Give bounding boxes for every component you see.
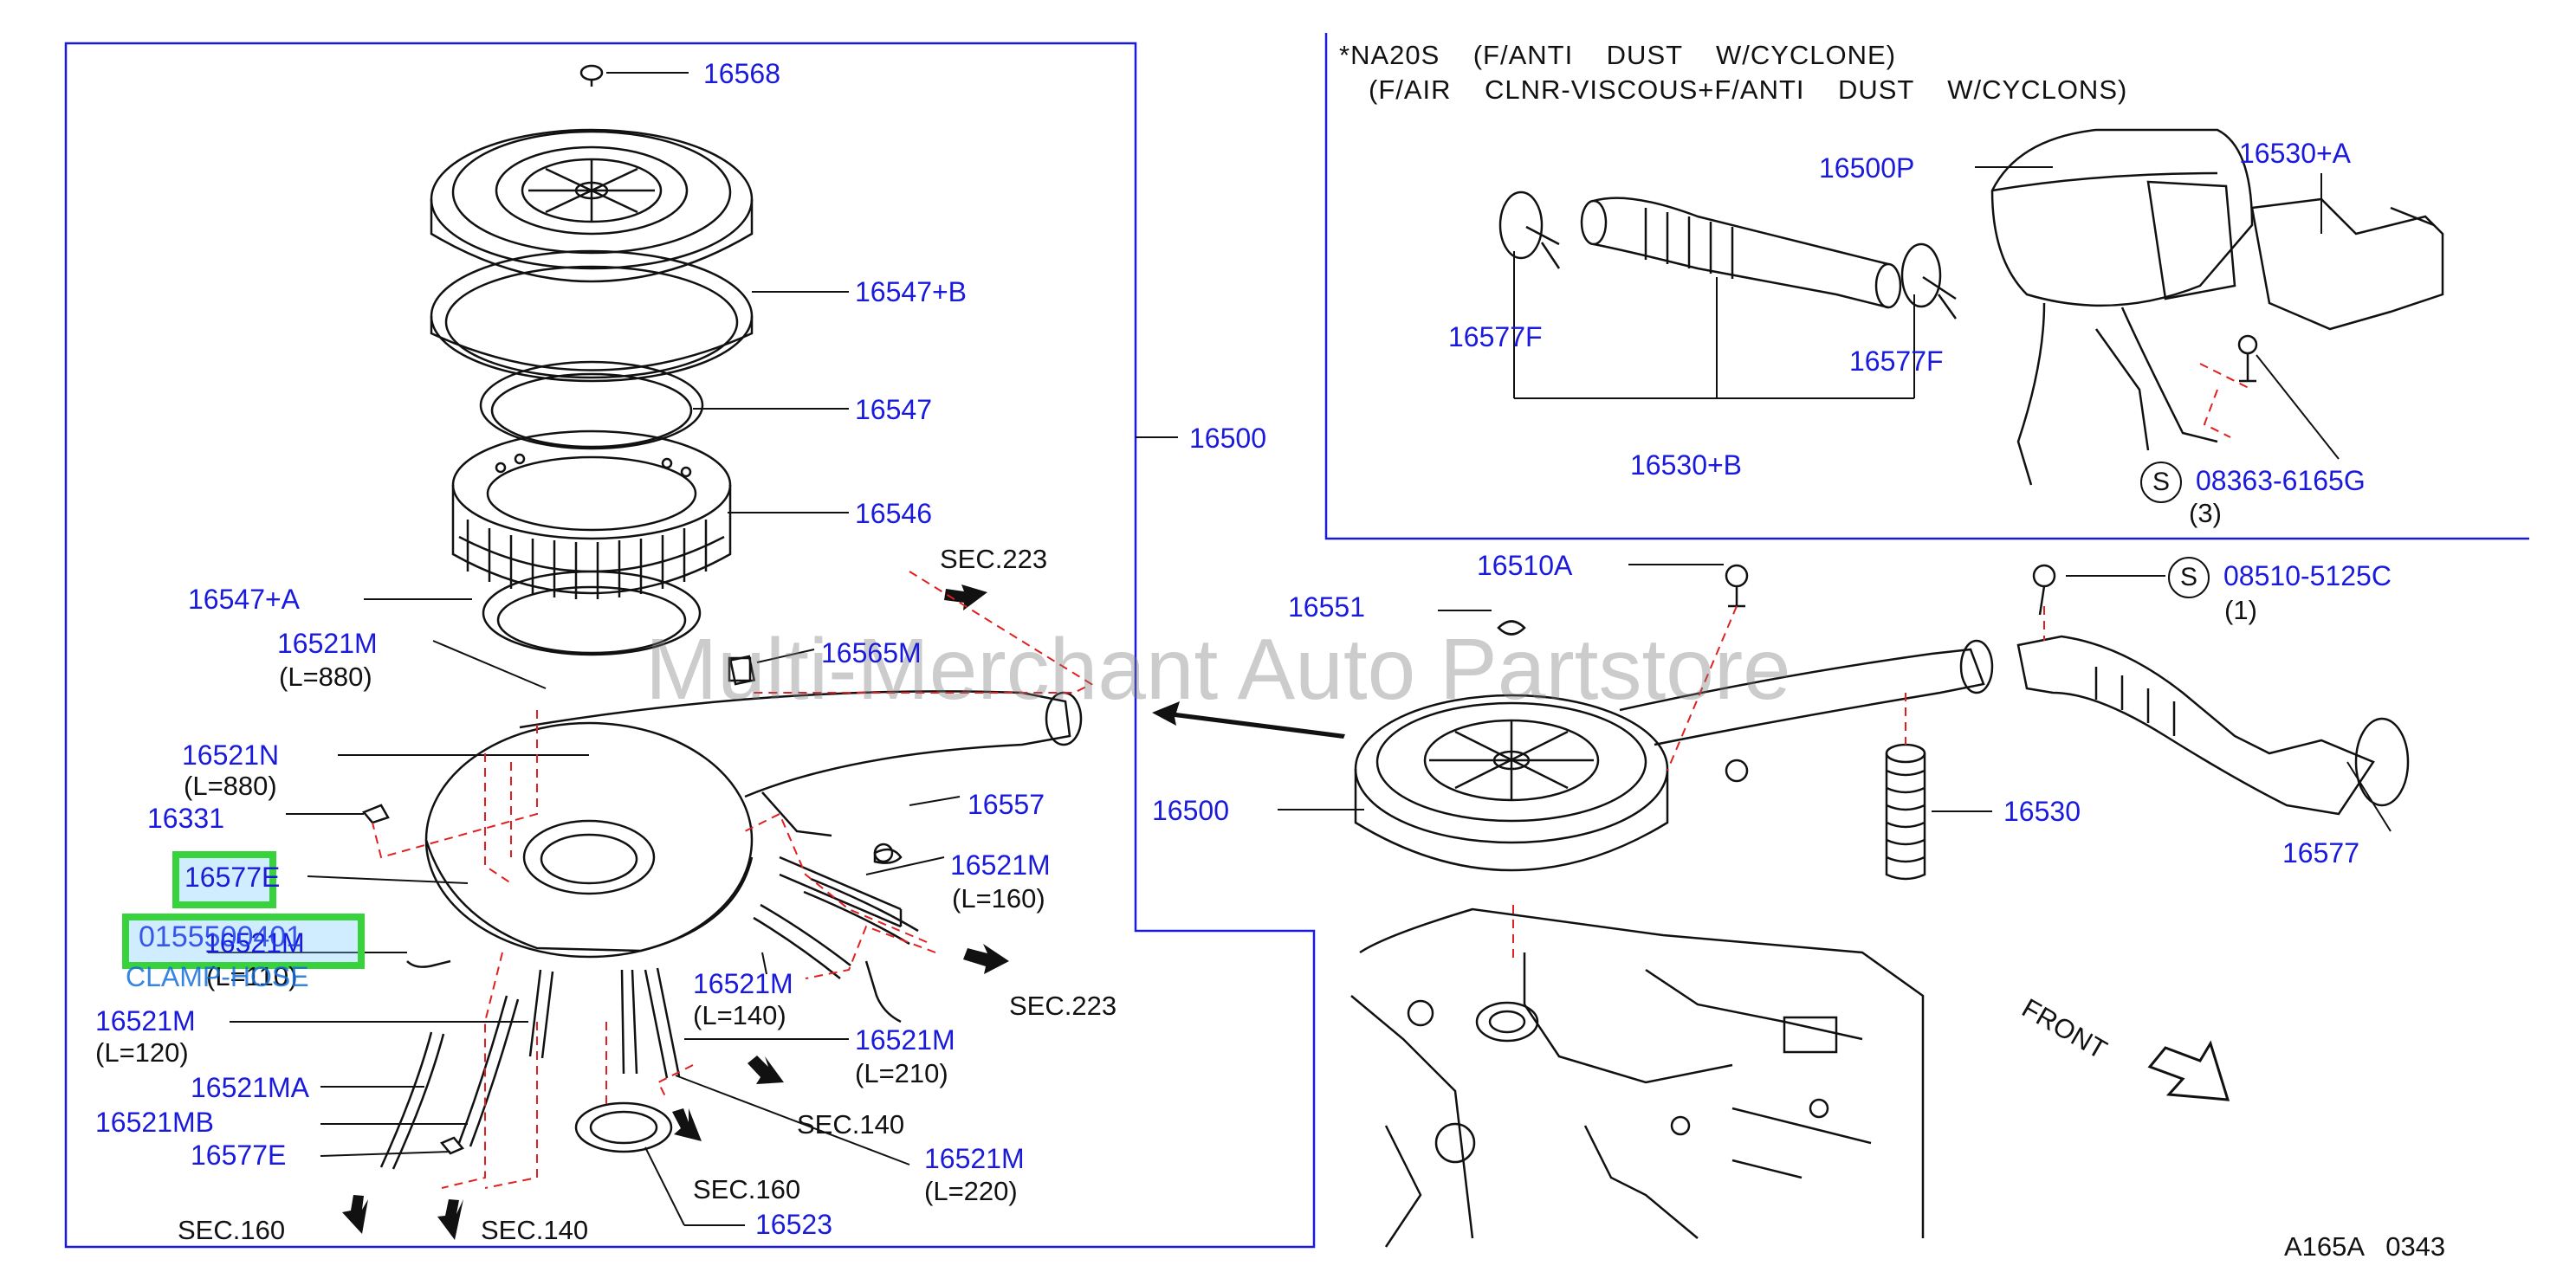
- gasket-16547b: [430, 249, 754, 383]
- length-110: (L=110): [206, 961, 298, 991]
- part-label-08510-5125c[interactable]: 08510-5125C: [2223, 560, 2392, 591]
- highlight-description: CLAMP-HOSE: [126, 961, 309, 992]
- part-label-16521m-110[interactable]: 16521M: [204, 927, 305, 959]
- inset-frame: [1324, 33, 2529, 540]
- part-label-16521m-140[interactable]: 16521M: [693, 968, 793, 999]
- part-label-16557[interactable]: 16557: [968, 789, 1045, 820]
- part-label-16530[interactable]: 16530: [2003, 796, 2081, 827]
- quantity-1: (1): [2224, 595, 2257, 625]
- part-label-16521n[interactable]: 16521N: [182, 739, 280, 771]
- variant-note-line2: (F/AIR CLNR-VISCOUS+F/ANTI DUST W/CYCLON…: [1369, 74, 2128, 105]
- part-label-16577f-right[interactable]: 16577F: [1849, 345, 1944, 377]
- length-120: (L=120): [95, 1037, 189, 1068]
- alignment-guides: [372, 363, 2253, 1189]
- hoses-left: [361, 656, 919, 1170]
- section-ref-160-bottom[interactable]: SEC.160: [178, 1215, 286, 1245]
- variant-note-line1: *NA20S (F/ANTI DUST W/CYCLONE): [1339, 40, 1897, 70]
- length-140: (L=140): [693, 1000, 786, 1030]
- part-label-08363-6165g[interactable]: 08363-6165G: [2196, 465, 2366, 496]
- highlight-part-number[interactable]: 0155500401: [139, 920, 303, 953]
- part-label-16521m-210[interactable]: 16521M: [855, 1024, 955, 1056]
- section-ref-140-mid[interactable]: SEC.140: [797, 1109, 905, 1140]
- part-label-16523[interactable]: 16523: [755, 1209, 832, 1240]
- seal-16547a: [482, 570, 702, 656]
- seal-16547: [479, 360, 704, 450]
- watermark: Multi-Merchant Auto Partstore: [645, 621, 1791, 718]
- part-label-16565m[interactable]: 16565M: [821, 637, 922, 668]
- part-label-16577e-bottom[interactable]: 16577E: [191, 1140, 287, 1171]
- part-label-16547a[interactable]: 16547+A: [188, 584, 301, 615]
- part-label-16577[interactable]: 16577: [2282, 837, 2359, 869]
- front-arrow: [2147, 1040, 2230, 1101]
- part-label-16521m-120[interactable]: 16521M: [95, 1005, 196, 1036]
- part-label-16547[interactable]: 16547: [855, 394, 932, 425]
- highlight-box-16577e: [172, 851, 276, 908]
- part-label-16546[interactable]: 16546: [855, 498, 932, 529]
- highlight-part-label[interactable]: 16577E: [184, 862, 281, 893]
- element-16546: [451, 429, 732, 599]
- length-160: (L=160): [952, 883, 1045, 914]
- main-frame: [64, 42, 1316, 1249]
- part-label-16530b[interactable]: 16530+B: [1630, 449, 1743, 481]
- standard-part-symbol-3: S: [2140, 462, 2182, 503]
- engine-block: [1350, 907, 1925, 1248]
- cyclone-assembly: [1498, 128, 2444, 486]
- air-cleaner-installed: [1354, 564, 2410, 881]
- section-ref-223-right[interactable]: SEC.223: [1009, 991, 1117, 1021]
- part-label-16510a[interactable]: 16510A: [1477, 550, 1573, 581]
- figure-code: A165A 0343: [2284, 1231, 2446, 1262]
- leader-lines: [208, 72, 2392, 1226]
- section-ref-223-top[interactable]: SEC.223: [940, 544, 1048, 574]
- section-ref-140-bottom[interactable]: SEC.140: [481, 1215, 589, 1245]
- part-label-16577f-left[interactable]: 16577F: [1448, 321, 1543, 352]
- section-arrows: [342, 584, 1345, 1240]
- part-label-16568[interactable]: 16568: [703, 58, 780, 89]
- part-label-16551[interactable]: 16551: [1288, 591, 1365, 623]
- length-880a: (L=880): [279, 662, 372, 692]
- highlight-box-part-number: [122, 914, 365, 969]
- part-label-16530a[interactable]: 16530+A: [2239, 138, 2352, 169]
- quantity-3: (3): [2189, 498, 2222, 528]
- part-label-16521m-220[interactable]: 16521M: [924, 1143, 1025, 1174]
- part-label-16331[interactable]: 16331: [147, 803, 224, 834]
- air-cleaner-lid: [430, 64, 754, 283]
- section-ref-160-mid[interactable]: SEC.160: [693, 1174, 801, 1204]
- part-label-16521m-160[interactable]: 16521M: [950, 849, 1051, 881]
- part-label-16500-left[interactable]: 16500: [1189, 423, 1266, 454]
- part-label-16521mb[interactable]: 16521MB: [95, 1107, 214, 1138]
- length-210: (L=210): [855, 1058, 948, 1088]
- part-label-16500-right[interactable]: 16500: [1152, 795, 1229, 826]
- part-label-16500p[interactable]: 16500P: [1819, 152, 1915, 184]
- part-label-16521ma[interactable]: 16521MA: [191, 1072, 309, 1103]
- part-label-16547b[interactable]: 16547+B: [855, 276, 968, 307]
- length-220: (L=220): [924, 1176, 1018, 1206]
- length-880b: (L=880): [184, 771, 277, 801]
- standard-part-symbol-1: S: [2168, 557, 2210, 598]
- part-label-16521m-880[interactable]: 16521M: [277, 628, 378, 659]
